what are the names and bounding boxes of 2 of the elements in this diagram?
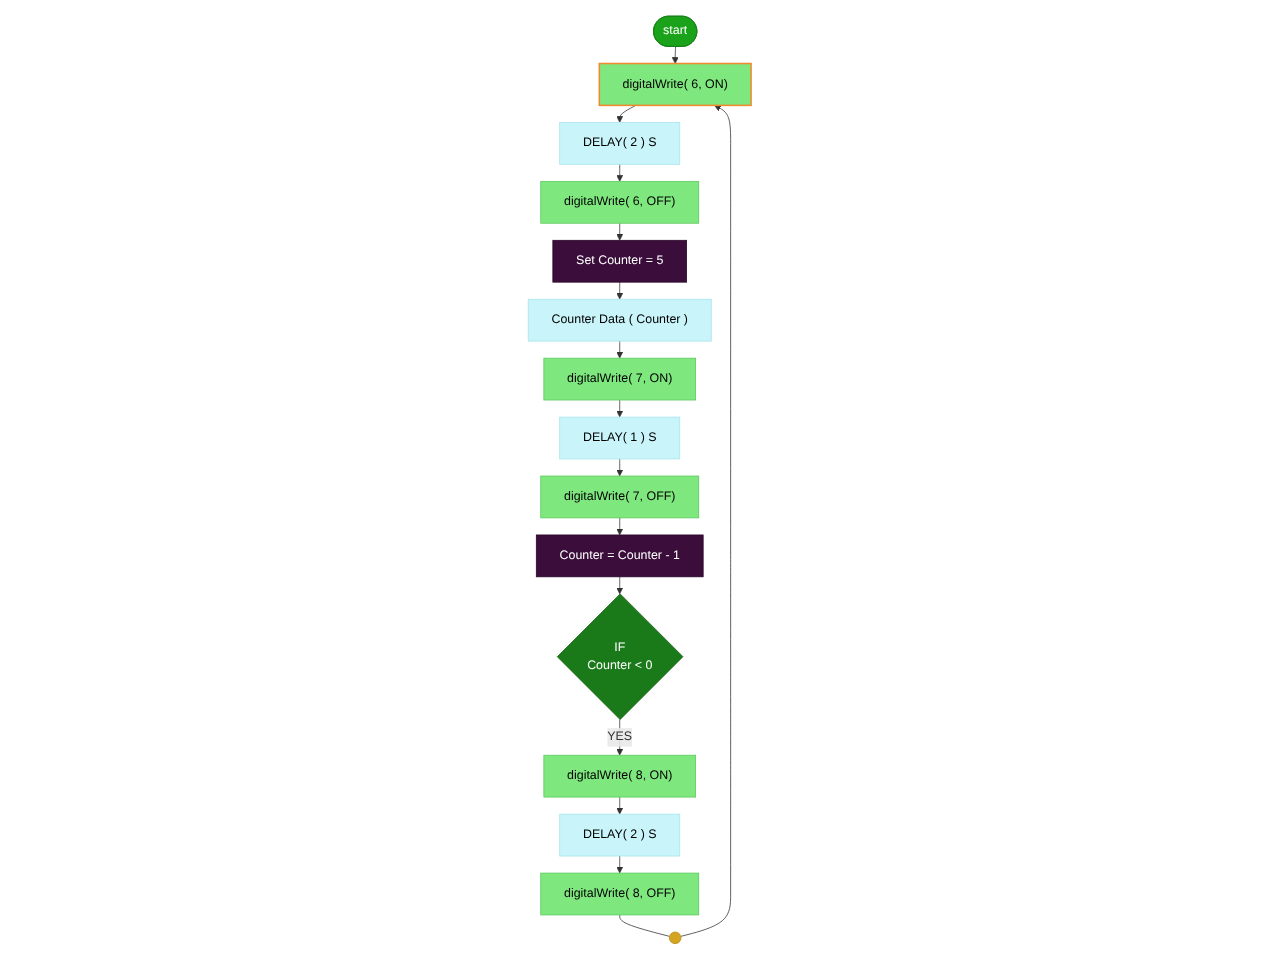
connector — [619, 914, 671, 937]
node-circle — [669, 931, 682, 945]
